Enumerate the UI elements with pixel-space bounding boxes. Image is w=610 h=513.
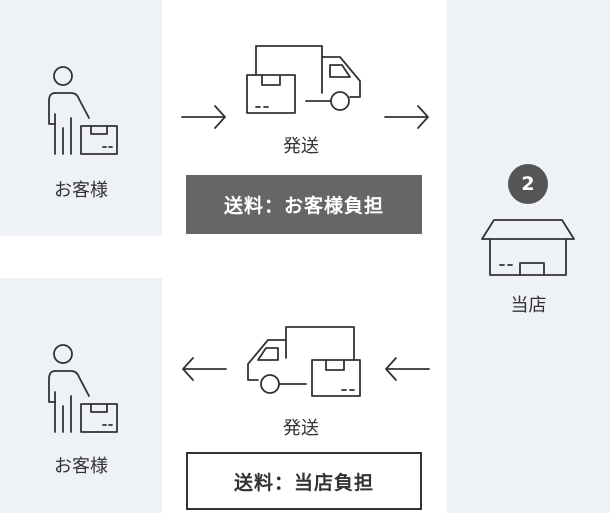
store-panel (447, 0, 610, 513)
arrow-left-icon (181, 356, 227, 382)
shipping-fee-bottom: 送料：当店負担 (186, 452, 422, 510)
shipping-label-bottom: 発送 (283, 418, 319, 439)
arrow-left-icon (384, 356, 430, 382)
truck-icon (246, 326, 364, 398)
customer-label-top: お客様 (54, 180, 108, 201)
arrow-right-icon (181, 104, 227, 130)
shipping-fee-top: 送料：お客様負担 (186, 175, 422, 234)
person-with-box-icon (45, 66, 125, 158)
truck-icon (246, 45, 364, 115)
store-icon (480, 219, 576, 277)
customer-panel-bottom (0, 278, 162, 513)
store-label: 当店 (510, 295, 547, 316)
shipping-label-top: 発送 (283, 136, 319, 157)
customer-label-bottom: お客様 (54, 456, 108, 477)
step-badge: 2 (508, 164, 548, 204)
customer-panel-top (0, 0, 162, 236)
arrow-right-icon (384, 104, 430, 130)
person-with-box-icon (45, 344, 125, 436)
